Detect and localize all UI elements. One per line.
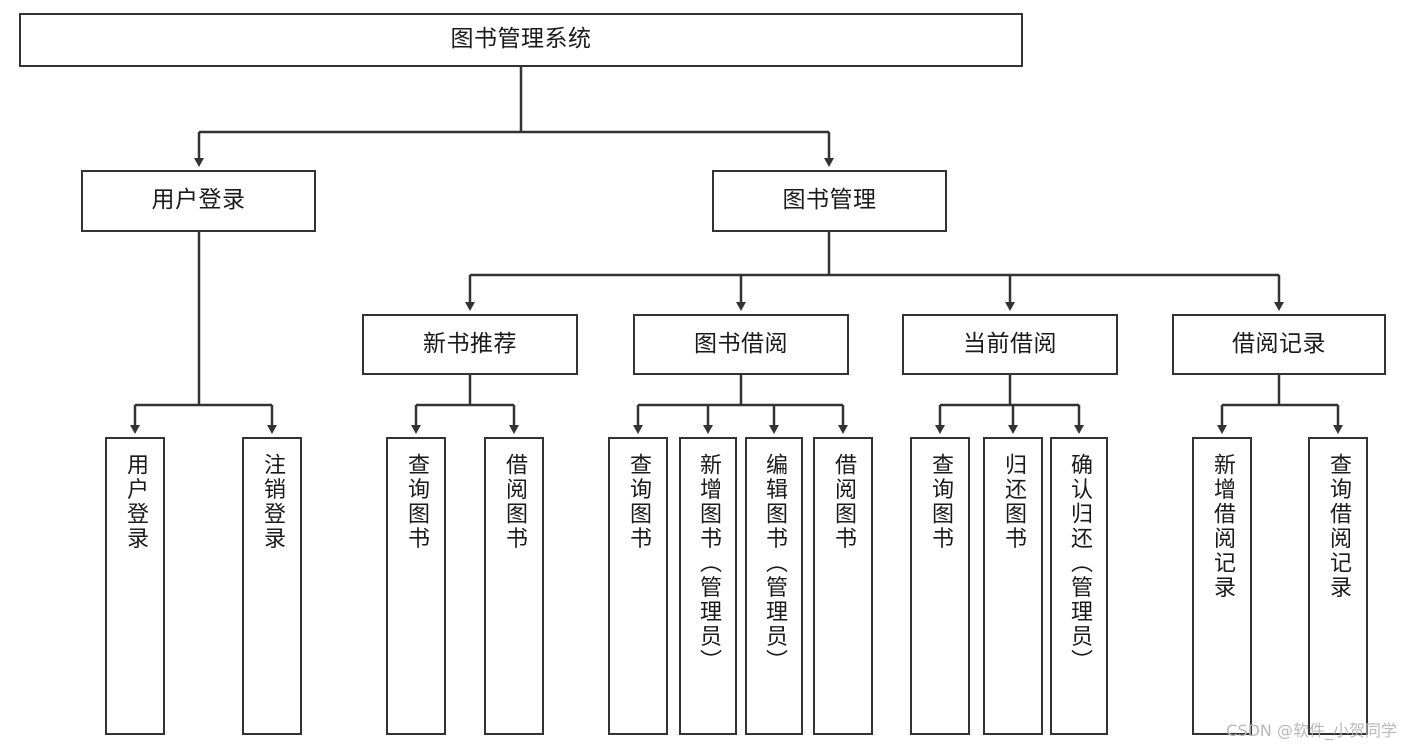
node-user-login[interactable]: 用户登录	[81, 170, 316, 232]
node-borrow-record[interactable]: 借阅记录	[1172, 314, 1386, 375]
node-leaf-return-book-label: 归还图书	[1001, 453, 1026, 551]
node-new-book-recommend-label: 新书推荐	[423, 330, 517, 357]
node-leaf-query-book-borrow[interactable]: 查询图书	[608, 437, 668, 735]
node-leaf-borrow-book-rec[interactable]: 借阅图书	[484, 437, 544, 735]
node-leaf-query-book-rec-label: 查询图书	[404, 453, 429, 551]
node-leaf-add-book[interactable]: 新增图书（管理员）	[679, 437, 737, 735]
node-book-manage-label: 图书管理	[782, 187, 877, 214]
node-leaf-add-record[interactable]: 新增借阅记录	[1192, 437, 1252, 735]
node-leaf-confirm-return[interactable]: 确认归还（管理员）	[1050, 437, 1108, 735]
node-new-book-recommend[interactable]: 新书推荐	[362, 314, 578, 375]
node-leaf-add-book-label: 新增图书（管理员）	[696, 453, 721, 674]
node-leaf-return-book[interactable]: 归还图书	[983, 437, 1043, 735]
node-borrow-record-label: 借阅记录	[1232, 330, 1326, 357]
node-root-label: 图书管理系统	[450, 26, 592, 53]
node-leaf-query-record-label: 查询借阅记录	[1326, 453, 1351, 600]
node-leaf-query-book-cur[interactable]: 查询图书	[910, 437, 970, 735]
node-leaf-query-record[interactable]: 查询借阅记录	[1308, 437, 1368, 735]
node-leaf-query-book-rec[interactable]: 查询图书	[386, 437, 446, 735]
node-leaf-borrow-book-label: 借阅图书	[831, 453, 856, 551]
node-leaf-edit-book-label: 编辑图书（管理员）	[762, 453, 787, 674]
node-book-borrow-label: 图书借阅	[694, 330, 788, 357]
node-leaf-logout-label: 注销登录	[260, 453, 285, 551]
node-leaf-user-login-label: 用户登录	[123, 453, 148, 551]
node-leaf-query-book-cur-label: 查询图书	[928, 453, 953, 551]
node-leaf-add-record-label: 新增借阅记录	[1210, 453, 1235, 600]
node-leaf-confirm-return-label: 确认归还（管理员）	[1067, 453, 1092, 674]
node-leaf-logout[interactable]: 注销登录	[242, 437, 302, 735]
node-leaf-user-login[interactable]: 用户登录	[105, 437, 165, 735]
node-current-borrow-label: 当前借阅	[963, 330, 1057, 357]
node-book-borrow[interactable]: 图书借阅	[633, 314, 849, 375]
node-book-manage[interactable]: 图书管理	[712, 170, 947, 232]
node-leaf-borrow-book[interactable]: 借阅图书	[813, 437, 873, 735]
node-leaf-borrow-book-rec-label: 借阅图书	[502, 453, 527, 551]
node-leaf-query-book-borrow-label: 查询图书	[626, 453, 651, 551]
node-current-borrow[interactable]: 当前借阅	[902, 314, 1118, 375]
node-user-login-label: 用户登录	[151, 187, 246, 214]
node-root[interactable]: 图书管理系统	[19, 13, 1023, 67]
watermark-text: CSDN @软件_小贺同学	[1226, 721, 1397, 740]
node-leaf-edit-book[interactable]: 编辑图书（管理员）	[745, 437, 803, 735]
